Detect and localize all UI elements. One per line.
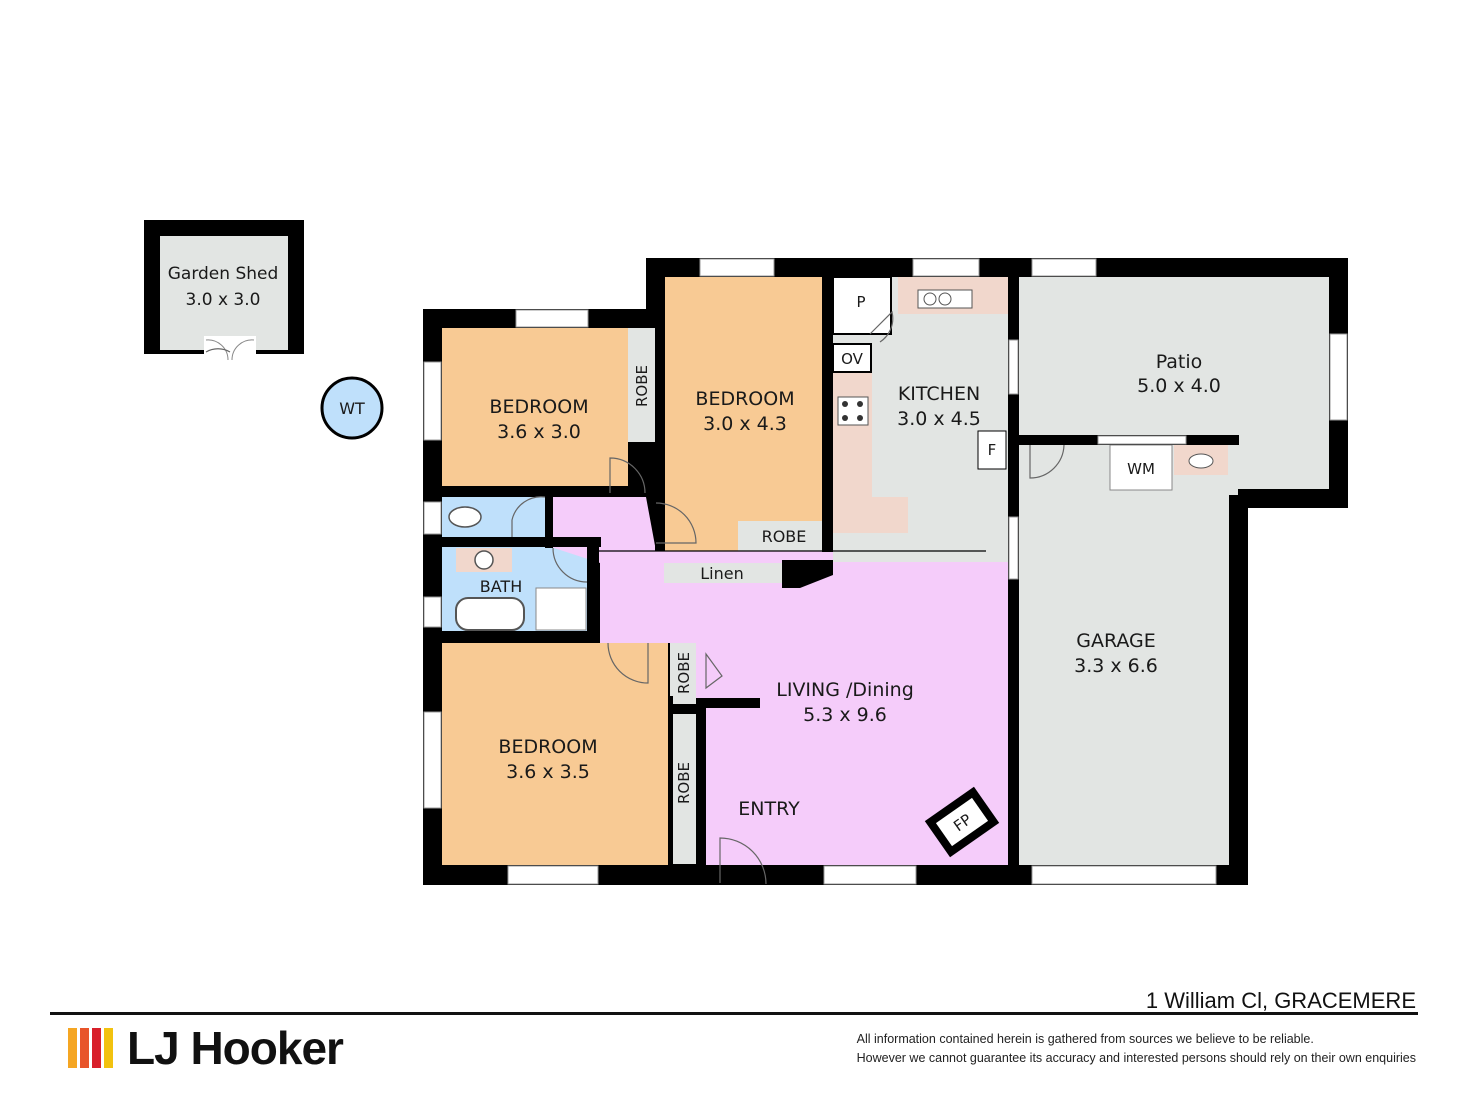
- linen-cupboard: [664, 563, 782, 583]
- fridge: [977, 430, 1007, 470]
- robe-3b: [673, 714, 696, 864]
- fireplace: FP: [924, 786, 1000, 858]
- logo-bar: [68, 1028, 77, 1068]
- bedroom-2-name: BEDROOM: [695, 388, 794, 410]
- bedroom-1-floor: [442, 328, 628, 486]
- disclaimer-line-2: However we cannot guarantee its accuracy…: [856, 1051, 1416, 1065]
- kitchen-name: KITCHEN: [898, 383, 980, 405]
- living-name: LIVING /Dining: [776, 679, 914, 701]
- logo-bar: [104, 1028, 113, 1068]
- robe-1: [628, 328, 655, 442]
- rooms: [442, 276, 1329, 865]
- logo-bars-icon: [68, 1028, 113, 1068]
- pantry: [832, 276, 892, 335]
- shed-door: [205, 348, 231, 353]
- pantry-door: [869, 310, 894, 343]
- garage-floor: [1019, 445, 1229, 865]
- robe-3a: [670, 640, 696, 704]
- pantry-label: P: [856, 293, 865, 311]
- washing-machine-label: WM: [1127, 460, 1155, 478]
- garden-shed-name: Garden Shed: [168, 264, 279, 284]
- patio-size: 5.0 x 4.0: [1137, 375, 1221, 397]
- footer-divider: [50, 1012, 1418, 1015]
- living-size: 5.3 x 9.6: [803, 704, 887, 726]
- disclaimer: All information contained herein is gath…: [857, 1030, 1416, 1068]
- entry-label: ENTRY: [738, 798, 800, 820]
- bedroom-3-name: BEDROOM: [498, 736, 597, 758]
- bedroom-1-size: 3.6 x 3.0: [497, 421, 581, 443]
- garage-door: [1029, 444, 1065, 479]
- water-tank-label: WT: [339, 399, 365, 418]
- robe-label-bedroom-2: ROBE: [762, 527, 807, 546]
- bath-door: [552, 547, 588, 583]
- lj-hooker-logo: LJ Hooker: [68, 1020, 344, 1076]
- robe-door: [705, 652, 723, 690]
- linen-label: Linen: [700, 564, 743, 583]
- bathtub: [455, 597, 525, 631]
- doors: [205, 310, 1065, 885]
- basin-icon: [474, 550, 494, 570]
- bedroom-2-door: [655, 502, 697, 544]
- robe-label-bedroom-1: ROBE: [633, 365, 651, 407]
- washing-machine: [1109, 444, 1173, 491]
- entry-door: [719, 837, 767, 885]
- garden-shed-floor: [160, 236, 288, 350]
- bedroom-2-floor: [665, 277, 822, 551]
- windows: [423, 258, 1348, 885]
- robe-label-bedroom-3: ROBE: [675, 762, 693, 804]
- toilet-icon: [448, 506, 482, 528]
- garage-size: 3.3 x 6.6: [1074, 655, 1158, 677]
- brand-name: LJ Hooker: [127, 1022, 344, 1074]
- fridge-label: F: [988, 441, 997, 459]
- garden-shed: Garden Shed 3.0 x 3.0: [144, 220, 304, 361]
- disclaimer-line-1: All information contained herein is gath…: [856, 1032, 1314, 1046]
- bedroom-3-floor: [442, 643, 668, 865]
- bedroom-2-size: 3.0 x 4.3: [703, 413, 787, 435]
- bedroom-1-name: BEDROOM: [489, 396, 588, 418]
- laundry-tub-basin: [1188, 453, 1214, 469]
- garden-shed-size: 3.0 x 3.0: [186, 290, 261, 310]
- bedroom-3-size: 3.6 x 3.5: [506, 761, 590, 783]
- patio-name: Patio: [1156, 351, 1203, 373]
- logo-bar: [92, 1028, 101, 1068]
- garage-name: GARAGE: [1076, 630, 1156, 652]
- water-tank-circle: [320, 376, 384, 440]
- toilet-door: [511, 496, 546, 537]
- living-floor: [551, 497, 1008, 865]
- robe-label-hall: ROBE: [675, 652, 693, 694]
- robe-2: [738, 521, 822, 551]
- logo-bar: [80, 1028, 89, 1068]
- bedroom-1-door: [609, 457, 646, 494]
- water-tank: WT: [320, 376, 384, 440]
- shower: [535, 587, 587, 631]
- oven-label: OV: [841, 350, 864, 368]
- kitchen-sink: [917, 289, 973, 309]
- cooktop: [837, 396, 869, 426]
- kitchen-size: 3.0 x 4.5: [897, 408, 981, 430]
- room-labels: BEDROOM 3.6 x 3.0 BEDROOM 3.0 x 4.3 BEDR…: [480, 293, 1221, 820]
- bath-label: BATH: [480, 577, 522, 596]
- bedroom-3-door: [607, 642, 649, 684]
- property-address: 1 William Cl, GRACEMERE: [1145, 988, 1416, 1013]
